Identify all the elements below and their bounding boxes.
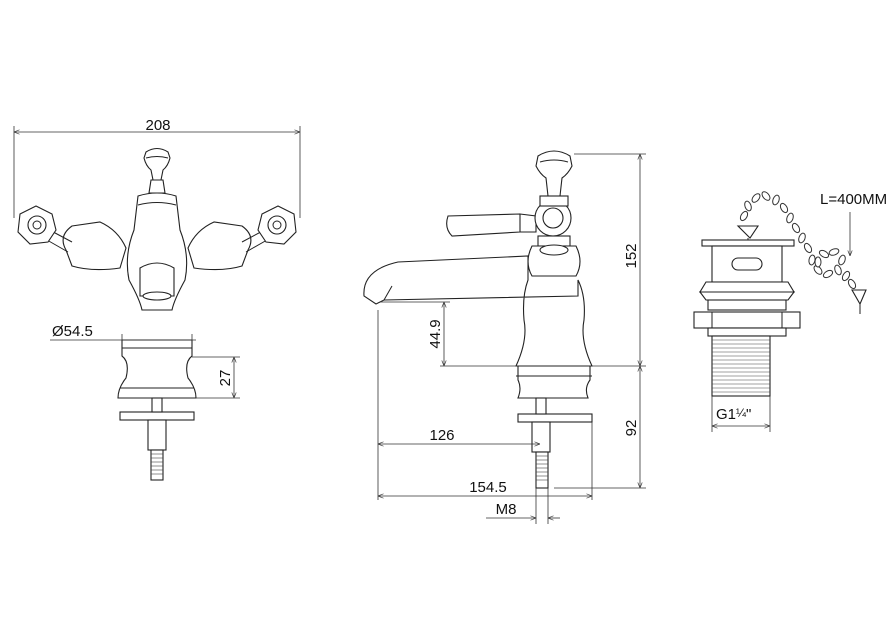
base-diameter-label: Ø54.5 bbox=[52, 323, 93, 340]
overall-width-label: 208 bbox=[145, 117, 170, 134]
thread-size-label: M8 bbox=[496, 501, 517, 518]
total-height-label: 152 bbox=[623, 243, 640, 268]
front-view: 208 bbox=[13, 117, 301, 481]
base-height-label: 27 bbox=[217, 370, 234, 387]
side-top-knob bbox=[535, 150, 573, 197]
overall-depth-label: 154.5 bbox=[469, 479, 507, 496]
side-base bbox=[517, 365, 591, 399]
shank-height-label: 92 bbox=[623, 420, 640, 437]
front-shank bbox=[147, 419, 167, 451]
plug-ring bbox=[736, 225, 760, 239]
plug-chain bbox=[739, 191, 857, 290]
spout-height-label: 44.9 bbox=[427, 319, 444, 348]
side-shank bbox=[531, 421, 551, 453]
left-arm bbox=[62, 221, 127, 271]
top-knob bbox=[143, 147, 171, 181]
spout-outlet bbox=[139, 262, 175, 297]
right-arm bbox=[187, 221, 252, 271]
waste-thread-label: G1¼" bbox=[716, 406, 751, 423]
chain-length-label: L=400MM bbox=[820, 191, 887, 208]
waste-view: L=400MM G1¼" bbox=[693, 191, 887, 432]
chain-tag bbox=[851, 289, 867, 306]
waste-nut bbox=[693, 311, 801, 329]
side-spout bbox=[363, 255, 593, 367]
spout-reach-label: 126 bbox=[429, 427, 454, 444]
side-view: 152 92 44.9 126 154.5 M8 bbox=[363, 150, 646, 524]
lever-handle bbox=[446, 213, 525, 237]
waste-thread-body bbox=[711, 335, 771, 397]
front-base bbox=[117, 339, 197, 399]
